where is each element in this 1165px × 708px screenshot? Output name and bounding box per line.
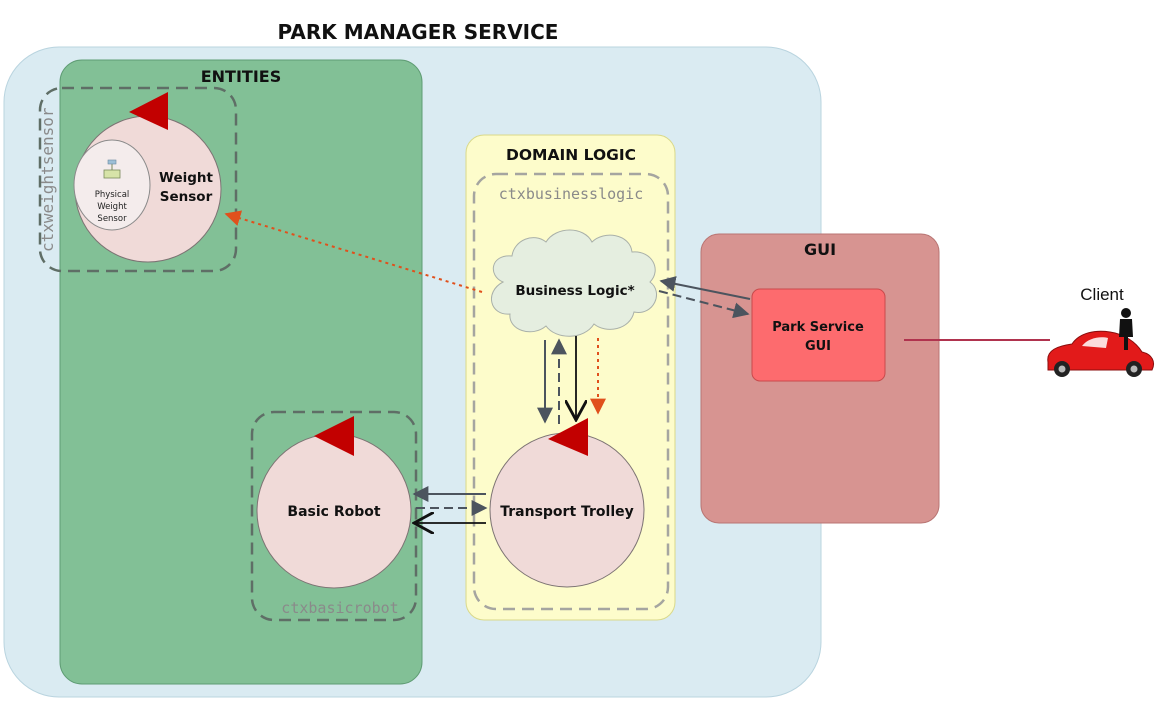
physical-weight-sensor-line3: Sensor (97, 214, 127, 224)
ctxweightsensor-label: ctxweightsensor (38, 107, 57, 252)
park-service-gui-label-line1: Park Service (772, 320, 864, 335)
arrow-businesslogic-to-weightsensor (224, 210, 483, 293)
client-person-icon (1119, 308, 1133, 350)
transport-trolley-label: Transport Trolley (500, 504, 634, 520)
physical-weight-sensor-line2: Weight (97, 202, 127, 212)
physical-weight-sensor (73, 139, 151, 231)
gui-label: GUI (804, 240, 836, 259)
domain-logic-label: DOMAIN LOGIC (506, 146, 636, 164)
park-service-gui-label-line2: GUI (805, 339, 831, 354)
weight-sensor-label-line1: Weight (159, 170, 213, 186)
arrow-businesslogic-to-gui (658, 290, 750, 319)
ctxbusinesslogic-label: ctxbusinesslogic (499, 185, 644, 203)
client-label: Client (1080, 285, 1124, 304)
ctxweightsensor-context (38, 86, 238, 273)
basic-robot-actor-flag (314, 416, 354, 456)
business-logic-label: Business Logic* (515, 283, 634, 299)
arrow-gui-to-businesslogic (659, 276, 751, 300)
transport-trolley-actor-flag (548, 418, 588, 456)
ctxbasicrobot-label: ctxbasicrobot (281, 599, 398, 617)
business-logic-cloud (491, 229, 657, 337)
ctxbusinesslogic-context (472, 172, 670, 611)
weight-sensor-label-line2: Sensor (160, 189, 213, 205)
diagram-title: PARK MANAGER SERVICE (278, 20, 559, 44)
entities-label: ENTITIES (201, 67, 282, 86)
scale-icon (103, 159, 121, 179)
physical-weight-sensor-line1: Physical (95, 190, 130, 200)
weight-sensor-actor-flag (129, 92, 168, 130)
client-car-icon (1047, 330, 1155, 377)
park-service-gui-box (751, 288, 886, 382)
basic-robot-label: Basic Robot (287, 504, 380, 520)
